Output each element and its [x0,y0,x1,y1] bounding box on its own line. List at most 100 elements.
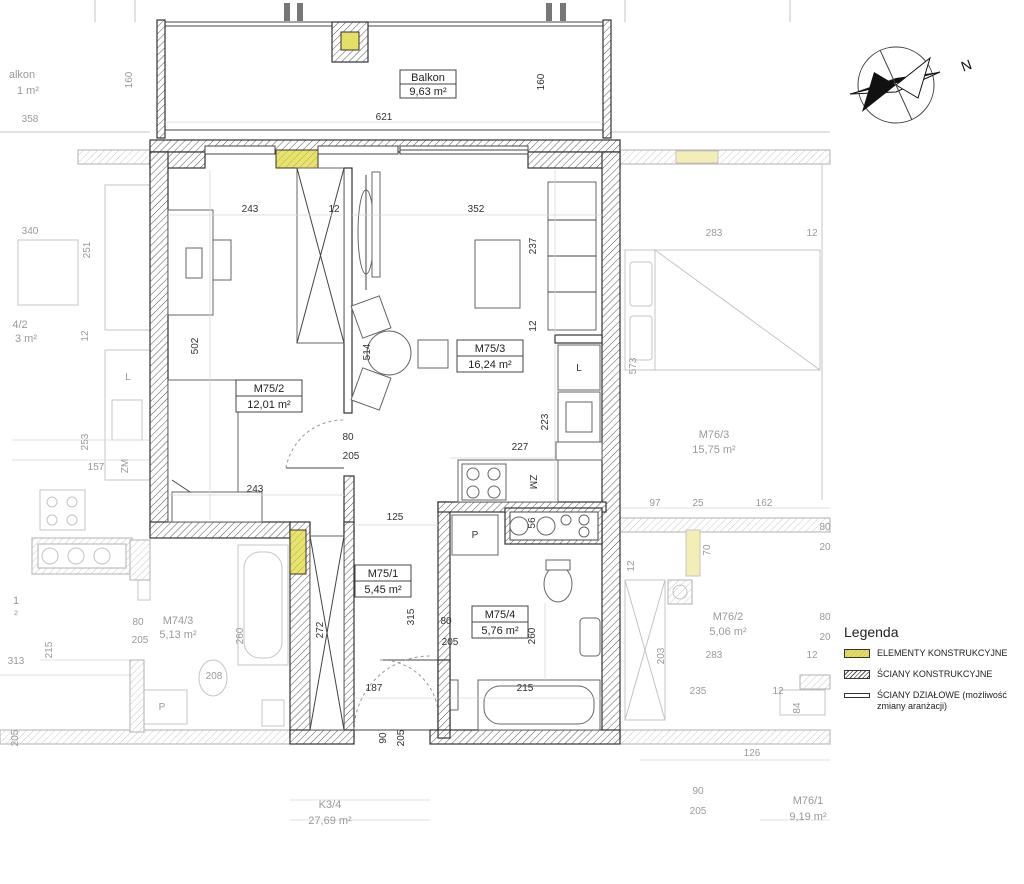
room-area-m75-3: 16,24 m² [468,359,512,371]
neighbor-room-name: alkon [9,69,35,81]
legend-label: ŚCIANY KONSTRUKCYJNE [877,669,993,679]
dim-label: 12 [528,320,539,332]
dim-label: 187 [366,683,383,694]
neighbor-room-area: ² [14,609,18,621]
neighbor-dim-label: 203 [656,647,667,664]
neighbor-room-area: 15,75 m² [692,444,736,456]
neighbor-room-labels: alkon 1 m² 4/2 3 m² M74/3 5,13 m² 1 ² K3… [9,69,827,827]
furniture [167,167,603,731]
neighbor-dim-label: 84 [792,702,803,714]
dimension-lines [165,121,603,699]
fixture-p-left: P [159,702,166,713]
neighbor-dim-label: 205 [10,729,21,746]
neighbor-dim-label: 90 [692,786,704,797]
room-name-m75-2: M75/2 [254,383,285,395]
legend-swatch-yellow [844,649,870,658]
balcony-depth-left: 160 [124,71,135,88]
neighbor-dim-label: 283 [706,228,723,239]
fixture-zm-left: ZM [120,459,131,473]
legend-swatch-hatch [844,670,870,679]
balcony-name: Balkon [411,72,445,84]
neighbor-room-name: M76/2 [713,611,744,623]
neighbor-dim-label: 340 [22,226,39,237]
neighbor-dim-label: 162 [756,498,773,509]
neighbor-dim-label: 70 [702,544,713,556]
dim-label: 272 [315,621,326,638]
neighbor-dim-label: 208 [206,671,223,682]
neighbor-dim-label: 235 [690,686,707,697]
neighbor-dim-label: 260 [235,627,246,644]
neighbor-room-name: M76/3 [699,429,730,441]
fixture-l-left: L [125,372,131,383]
dim-label: 237 [528,237,539,254]
neighbor-dim-label: 12 [626,560,637,572]
fridge-label: L [576,363,582,374]
neighbor-dim-label: 12 [772,686,784,697]
neighbor-room-name: M74/3 [163,615,194,627]
neighbor-dim-label: 12 [806,650,818,661]
neighbor-dim-label: 573 [628,357,639,374]
neighbor-dim-label: 205 [690,806,707,817]
neighbor-dim-label: 20 [819,632,831,643]
dim-label: 205 [396,729,407,746]
balcony-area: 9,63 m² [409,86,447,98]
dim-label: 514 [362,343,373,360]
dim-label: 243 [242,204,259,215]
legend-label: ELEMENTY KONSTRUKCYJNE [877,648,1008,658]
legend-item-partition-walls: ŚCIANY DZIAŁOWE (możliwość zmiany aranża… [844,690,1024,712]
neighbor-room-name: 4/2 [12,319,27,331]
dimension-labels: 358 243 12 352 237 12 502 514 223 227 80… [22,114,551,746]
room-area-m75-1: 5,45 m² [364,584,402,596]
dim-label: 205 [442,637,459,648]
legend-title: Legenda [844,624,899,640]
dim-label: 260 [527,627,538,644]
dim-label: 56 [527,517,538,529]
dim-label: 352 [468,204,485,215]
neighbor-dim-label: 12 [80,330,91,342]
windows [204,145,529,155]
balcony-width: 621 [376,112,393,123]
p-box-label: P [472,530,479,541]
neighbor-dimension-labels: 340 251 12 253 157 80 205 215 313 205 26… [8,226,831,817]
neighbor-dim-label: 283 [706,650,723,661]
legend: Legenda ELEMENTY KONSTRUKCYJNE ŚCIANY KO… [844,624,1024,722]
dim-label: 215 [517,683,534,694]
dim-label: 358 [22,114,39,125]
dim-label: 223 [540,413,551,430]
neighbor-dim-label: 215 [44,641,55,658]
neighbor-room-area: 27,69 m² [308,815,352,827]
neighbor-dim-label: 20 [819,542,831,553]
water-meter-label: ZM [527,475,538,489]
neighbor-dim-label: 157 [88,462,105,473]
dim-label: 80 [342,432,354,443]
north-label: N [959,56,974,74]
legend-item-structural-walls: ŚCIANY KONSTRUKCYJNE [844,669,1024,680]
room-area-m75-4: 5,76 m² [481,625,519,637]
dim-label: 205 [343,451,360,462]
neighbor-dim-label: 80 [819,612,831,623]
legend-label: ŚCIANY DZIAŁOWE (możliwość zmiany aranża… [877,690,1007,711]
neighbor-dim-label: 80 [819,522,831,533]
neighbor-dim-label: 80 [132,617,144,628]
neighbor-room-name: M76/1 [793,795,824,807]
legend-item-structural-elements: ELEMENTY KONSTRUKCYJNE [844,648,1024,659]
neighbor-room-area: 1 m² [17,85,39,97]
room-area-m75-2: 12,01 m² [247,399,291,411]
structural-elements [275,149,319,575]
neighbor-room-area: 3 m² [15,333,37,345]
dim-label: 80 [440,616,452,627]
neighbor-dim-label: 253 [80,433,91,450]
room-name-m75-3: M75/3 [475,343,506,355]
balcony-depth-right: 160 [536,73,547,90]
neighbor-dim-label: 97 [649,498,661,509]
neighbor-dim-label: 251 [82,241,93,258]
neighbor-right-drawing [611,0,831,821]
neighbor-dim-label: 25 [692,498,704,509]
room-name-m75-1: M75/1 [368,568,399,580]
dim-label: 227 [512,442,529,453]
balcony [156,3,612,139]
room-name-m75-4: M75/4 [485,609,516,621]
neighbor-dim-label: 12 [806,228,818,239]
neighbor-room-area: 9,19 m² [789,811,827,823]
